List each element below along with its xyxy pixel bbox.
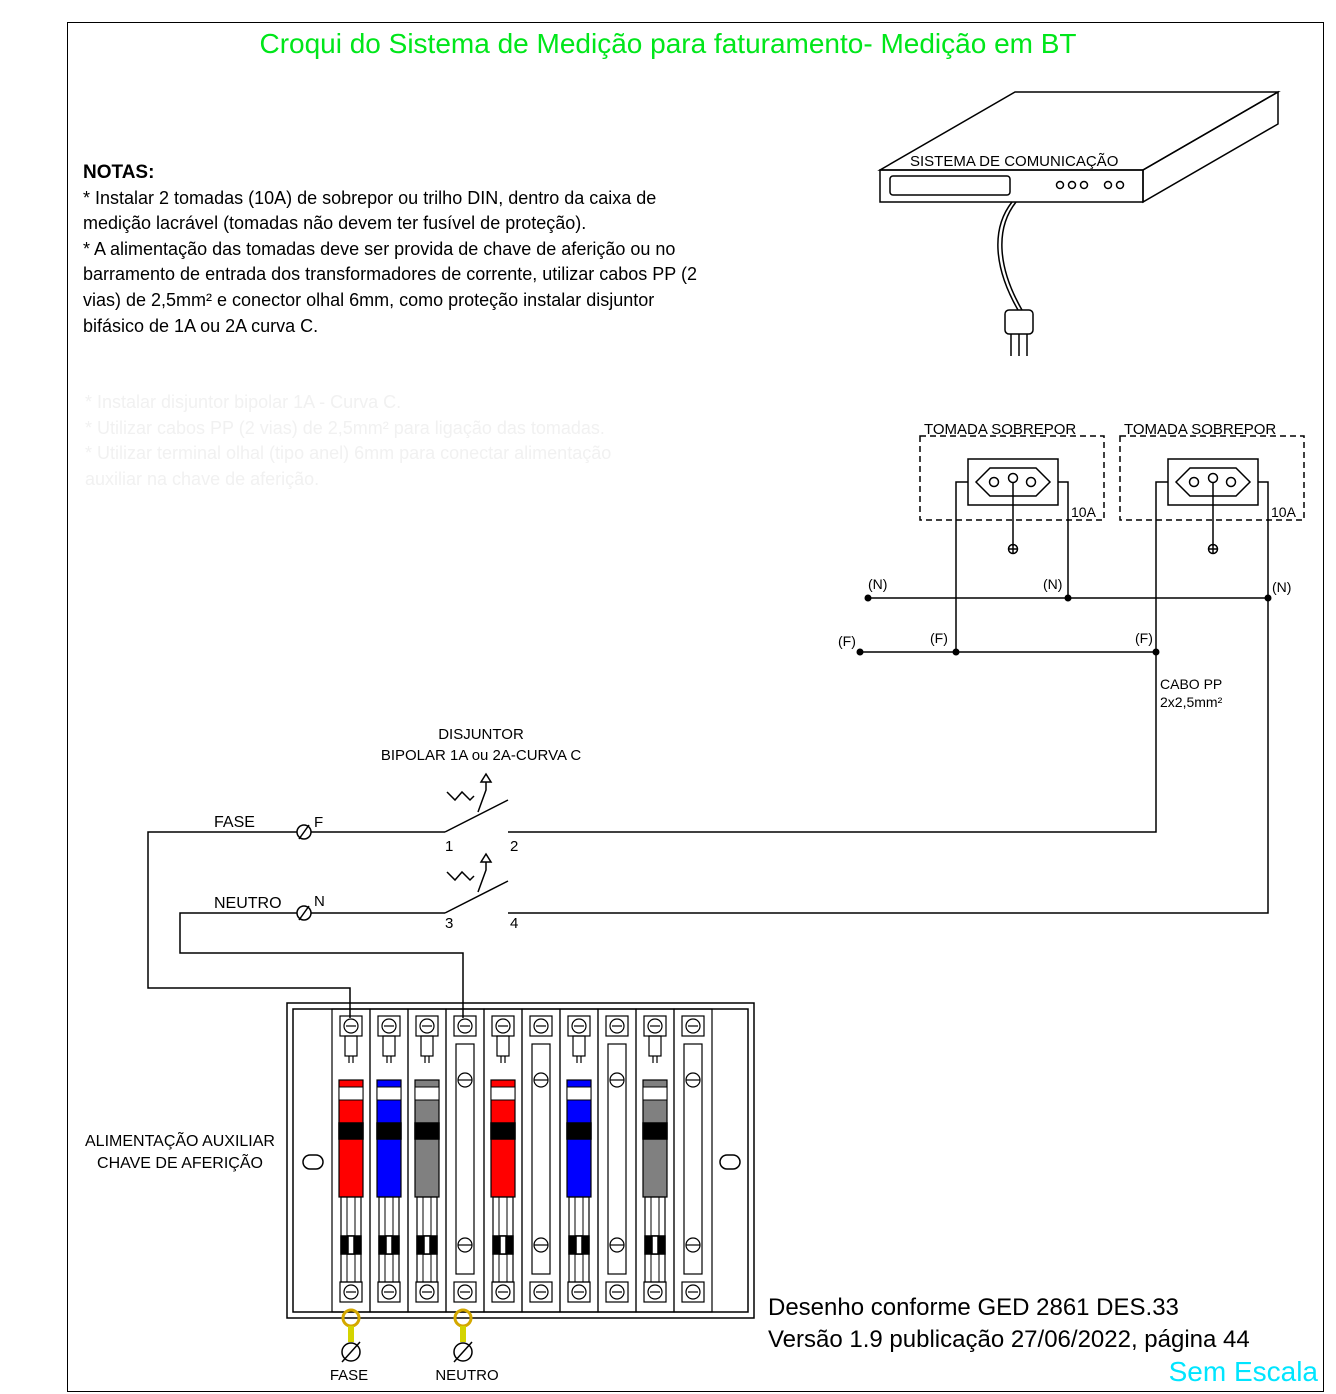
communication-system-device — [877, 90, 1281, 356]
screw-terminal-icon — [529, 1015, 553, 1037]
switch-module — [483, 1008, 523, 1313]
outlet-2-label: TOMADA SOBREPOR — [1124, 421, 1276, 438]
switch-module — [407, 1008, 447, 1313]
aux-label-2: CHAVE DE AFERIÇÃO — [97, 1152, 263, 1172]
bottom-fase-label: FASE — [330, 1367, 368, 1384]
f-mark: F — [314, 814, 323, 831]
led-icon — [1103, 180, 1113, 190]
faded-note-1: * Instalar disjuntor bipolar 1A - Curva … — [85, 392, 402, 412]
footer-line-2: Versão 1.9 publicação 27/06/2022, página… — [768, 1326, 1250, 1353]
f-label-2: (F) — [930, 630, 948, 646]
pin-1: 1 — [445, 838, 453, 855]
screw-terminal-icon — [605, 1015, 629, 1037]
led-icon — [1055, 180, 1065, 190]
outlet-1-rating: 10A — [1071, 504, 1097, 520]
neutral-cable — [508, 598, 1269, 914]
faded-notes-block: * Instalar disjuntor bipolar 1A - Curva … — [85, 390, 645, 492]
f-label-1: (F) — [838, 633, 856, 649]
neutro-label: NEUTRO — [214, 895, 282, 912]
outlet-1-label: TOMADA SOBREPOR — [924, 421, 1076, 438]
led-icon — [1115, 180, 1125, 190]
led-icon — [1067, 180, 1077, 190]
switch-module — [673, 1008, 713, 1313]
faded-note-2: * Utilizar cabos PP (2 vias) de 2,5mm² p… — [85, 417, 605, 438]
fase-wire — [147, 831, 351, 1018]
neutro-wire — [179, 912, 464, 1018]
screw-terminal-icon — [453, 1015, 477, 1037]
plug-icon — [1004, 309, 1034, 335]
mounting-slot — [719, 1154, 741, 1170]
screw-terminal-icon — [529, 1281, 553, 1303]
scale-label: Sem Escala — [1168, 1356, 1318, 1387]
switch-modules — [331, 1008, 713, 1313]
switch-module — [521, 1008, 561, 1313]
n-mark: N — [314, 893, 325, 910]
screw-terminal-icon — [453, 1281, 477, 1303]
n-label-3: (N) — [1272, 579, 1291, 595]
cable-label-2: 2x2,5mm² — [1160, 694, 1223, 710]
switch-module — [331, 1008, 371, 1313]
comm-system-label: SISTEMA DE COMUNICAÇÃO — [910, 153, 1118, 170]
bottom-neutro-label: NEUTRO — [435, 1367, 498, 1384]
pin-2: 2 — [510, 838, 518, 855]
n-label-1: (N) — [868, 576, 887, 592]
footer-block: Desenho conforme GED 2861 DES.33 Versão … — [768, 1292, 1250, 1356]
notes-heading: NOTAS: — [83, 162, 155, 183]
ground-icon — [1007, 543, 1019, 555]
note-item-1: * Instalar 2 tomadas (10A) de sobrepor o… — [83, 187, 657, 234]
outlet-2-rating: 10A — [1271, 504, 1297, 520]
switch-module — [559, 1008, 599, 1313]
outlet-1 — [919, 435, 1105, 652]
terminal-f-icon — [296, 824, 312, 840]
junction-dots — [856, 594, 1272, 656]
screw-terminal-icon — [681, 1015, 705, 1037]
note-item-2: * A alimentação das tomadas deve ser pro… — [83, 238, 697, 336]
pin-4: 4 — [510, 915, 518, 932]
terminal-n-icon — [296, 905, 312, 921]
faded-note-3: * Utilizar terminal olhal (tipo anel) 6m… — [85, 443, 612, 489]
pin-3: 3 — [445, 915, 453, 932]
power-cord — [997, 201, 1019, 311]
footer-line-1: Desenho conforme GED 2861 DES.33 — [768, 1294, 1179, 1321]
breaker-contact-1 — [444, 799, 509, 833]
switch-module — [369, 1008, 409, 1313]
breaker-label-1: DISJUNTOR — [438, 726, 524, 743]
diagram-title: Croqui do Sistema de Medição para fatura… — [259, 28, 1077, 59]
ground-icon — [1207, 543, 1219, 555]
aux-label-1: ALIMENTAÇÃO AUXILIAR — [85, 1130, 275, 1150]
breaker-label-2: BIPOLAR 1A ou 2A-CURVA C — [381, 747, 582, 764]
notes-block: NOTAS: * Instalar 2 tomadas (10A) de sob… — [83, 160, 703, 339]
screw-terminal-icon — [681, 1281, 705, 1303]
phase-cable — [508, 652, 1157, 833]
mounting-slot — [302, 1154, 324, 1170]
cable-label-1: CABO PP — [1160, 676, 1222, 692]
display-slot — [889, 175, 1011, 196]
drawing-frame — [67, 22, 1324, 1392]
screw-terminal-icon — [605, 1281, 629, 1303]
fase-label: FASE — [214, 814, 255, 831]
led-icon — [1079, 180, 1089, 190]
f-label-3: (F) — [1135, 630, 1153, 646]
switch-module — [635, 1008, 675, 1313]
switch-module — [597, 1008, 637, 1313]
outlet-2 — [1119, 435, 1305, 652]
switch-module — [445, 1008, 485, 1313]
breaker-contact-2 — [444, 880, 509, 914]
n-label-2: (N) — [1043, 576, 1062, 592]
bottom-terminals — [341, 1308, 473, 1363]
